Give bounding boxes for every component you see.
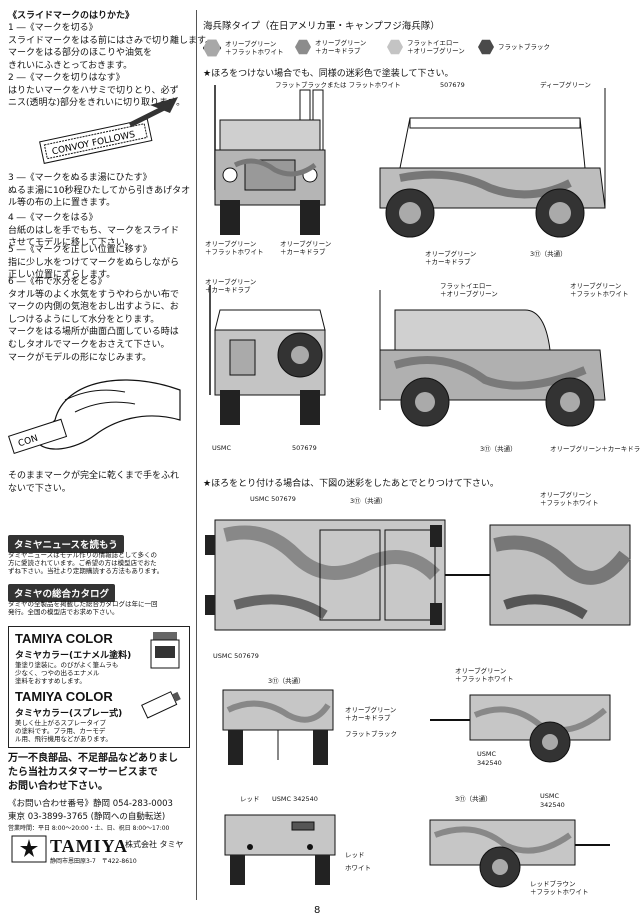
hex-swatch-icon	[295, 39, 311, 55]
service-text: 万一不良部品、不足部品などありまし たら当社カスタマーサービスまで お問い合わせ…	[8, 753, 178, 792]
trailer-side2-common: 3⑪（共通）	[455, 795, 492, 803]
tamiya-color-box: TAMIYA COLOR タミヤカラー(エナメル塗料) 筆塗り塗装に。のびがよく…	[8, 626, 190, 748]
trailer-side-view	[430, 694, 611, 763]
camo-swatch-3: フラットイエロー ＋オリーブグリーン	[387, 39, 465, 55]
side-label-og-kd: オリーブグリーン ＋カーキドラブ	[425, 250, 477, 266]
paint-jar-icon	[150, 632, 180, 669]
trailer-front-common: 3⑪（共通）	[268, 677, 305, 685]
catalog-heading: タミヤの総合カタログ	[8, 584, 116, 602]
camo-label-1: オリーブグリーン ＋フラットホワイト	[225, 40, 284, 56]
color1-brand: TAMIYA COLOR	[15, 631, 113, 646]
contact-shizuoka: 《お問い合わせ番号》静岡 054-283-0003	[8, 799, 173, 809]
step-2: 2 ―《マークを切りはなす》 はりたいマークをハサミで切りとり、必ず ニス(透明…	[8, 73, 186, 109]
camo-label-2: オリーブグリーン ＋カーキドラブ	[315, 39, 367, 55]
trailer-rear-usmc-serial: USMC 342540	[272, 795, 318, 803]
trailer-side-og-fw: オリーブグリーン ＋フラットホワイト	[455, 667, 514, 683]
step-1: 1 ―《マークを切る》 スライドマークをはる前にはさみで切り離します。 マークを…	[8, 23, 215, 71]
color2-brand: TAMIYA COLOR	[15, 689, 113, 704]
trailer-side2-usmc: USMC	[540, 792, 560, 800]
top-label-og-fw: オリーブグリーン ＋フラットホワイト	[540, 491, 599, 507]
canopy-label-fy-og: フラットイエロー ＋オリーブグリーン	[440, 282, 498, 298]
trailer-front-flat-black: フラットブラック	[345, 730, 397, 738]
jeep-trailer-top-view	[205, 519, 631, 631]
top-usmc-serial-bottom: USMC 507679	[213, 652, 259, 660]
trailer-side-usmc: USMC	[477, 750, 497, 758]
business-hours: 営業時間：平日 8:00〜20:00・土、日、祝日 8:00〜17:00	[8, 825, 170, 832]
color2-text: 美しく仕上がるスプレータイプ の塗料です。プラ用、カーモデ ル用、飛行機用などが…	[15, 719, 112, 743]
step-6: 6 ―《布で水分をとる》 タオル等のよく水気をすうやわらかい布で マークの内側の…	[8, 277, 180, 363]
hex-swatch-icon	[478, 39, 494, 55]
jeep-rear-view	[209, 285, 326, 425]
color2-title: タミヤカラー(スプレー式)	[15, 709, 123, 719]
company-name: 株式会社 タミヤ	[125, 840, 184, 849]
jeep-side-canopy-view	[379, 290, 606, 427]
trailer-side2-serial: 342540	[540, 801, 565, 809]
trailer-front-view	[222, 689, 334, 765]
color1-title: タミヤカラー(エナメル塗料)	[15, 651, 132, 661]
front-label-og-fw: オリーブグリーン ＋フラットホワイト	[205, 240, 264, 256]
note-no-canopy: ★ほろをつけない場合でも、同様の迷彩色で塗装して下さい。	[203, 69, 454, 79]
top-usmc-serial: USMC 507679	[250, 495, 296, 503]
company-address: 静岡市恩田原3-7 〒422-8610	[50, 858, 137, 865]
decal-cut-illustration: CONVOY FOLLOWS	[39, 97, 178, 164]
step-3: 3 ―《マークをぬるま湯にひたす》 ぬるま湯に10秒程ひたしてから引きあげタオ …	[8, 173, 191, 209]
rear-label-og-kd: オリーブグリーン ＋カーキドラブ	[205, 278, 257, 294]
decal-title: 《スライドマークのはりかた》	[8, 11, 135, 21]
camo-swatch-1: オリーブグリーン ＋フラットホワイト	[203, 39, 284, 57]
camo-label-3: フラットイエロー ＋オリーブグリーン	[407, 39, 465, 55]
step-4: 4 ―《マークをはる》 台紙のはしを手でもち、マークをスライド させてモデルに移…	[8, 213, 180, 249]
catalog-text: タミヤの全製品を掲載した総合カタログは年に一回 発行。全国の模型店でお求め下さい…	[8, 600, 158, 616]
trailer-rear-view	[224, 814, 336, 885]
side-label-common: 3⑪（共通）	[530, 250, 567, 258]
news-heading: タミヤニュースを読もう	[8, 535, 124, 553]
camo-label-4: フラットブラック	[498, 43, 550, 51]
trailer-side-view-2	[429, 819, 610, 888]
ending-note: そのままマークが完全に乾くまで手をふれ ないで下さい。	[8, 471, 180, 494]
top-common: 3⑪（共通）	[350, 497, 387, 505]
label-flat-black-or-white: フラットブラックまたは フラットホワイト	[275, 81, 401, 89]
canopy-label-common: 3⑪（共通）	[480, 445, 517, 453]
hand-press-illustration: CON	[7, 379, 181, 455]
color1-text: 筆塗り塗装に。のびがよく筆ムラも 少なく、つやの出るエナメル 塗料をおすすめしま…	[15, 661, 119, 685]
step-5: 5 ―《マークを正しい位置に移す》 指に少し水をつけてマークをぬらしながら 正し…	[8, 245, 180, 281]
trailer-side2-red-brown: レッドブラウン ＋フラットホワイト	[530, 880, 589, 896]
camo-swatch-2: オリーブグリーン ＋カーキドラブ	[295, 39, 366, 55]
column-divider	[196, 10, 197, 900]
trailer-rear-red-2: レッド	[345, 851, 365, 859]
serial-label-1: 507679	[440, 81, 465, 89]
hex-swatch-icon	[387, 39, 403, 55]
trailer-rear-white: ホワイト	[345, 864, 371, 872]
jeep-side-view	[379, 88, 606, 238]
marine-type-header: 海兵隊タイプ（在日アメリカ軍・キャンプフジ海兵隊）	[203, 21, 440, 32]
tamiya-wordmark: TAMIYA	[50, 836, 129, 856]
news-text: タミヤニュースはモデル作りの情報誌として多くの 方に愛読されています。ご希望の方…	[8, 551, 164, 575]
rear-label-serial: 507679	[292, 444, 317, 452]
hex-swatch-icon	[203, 39, 221, 57]
tamiya-star-logo	[11, 835, 47, 863]
rear-label-usmc: USMC	[212, 444, 232, 452]
trailer-front-og-kd: オリーブグリーン ＋カーキドラブ	[345, 706, 397, 722]
trailer-rear-red: レッド	[240, 795, 260, 803]
deep-green-label: ディープグリーン	[540, 81, 591, 89]
camo-swatch-4: フラットブラック	[478, 39, 550, 55]
front-label-og-kd: オリーブグリーン ＋カーキドラブ	[280, 240, 332, 256]
trailer-side-serial: 342540	[477, 759, 502, 767]
note-with-canopy: ★ほろをとり付ける場合は、下図の迷彩をしたあとでとりつけて下さい。	[203, 479, 499, 489]
page-number: 8	[314, 905, 321, 916]
spray-can-icon	[141, 691, 181, 719]
canopy-label-og-kd: オリーブグリーン＋カーキドラブ	[550, 445, 640, 453]
canopy-label-og-fw: オリーブグリーン ＋フラットホワイト	[570, 282, 629, 298]
jeep-front-view	[214, 85, 326, 235]
contact-tokyo: 東京 03-3899-3765 (静岡への自動転送)	[8, 812, 166, 822]
